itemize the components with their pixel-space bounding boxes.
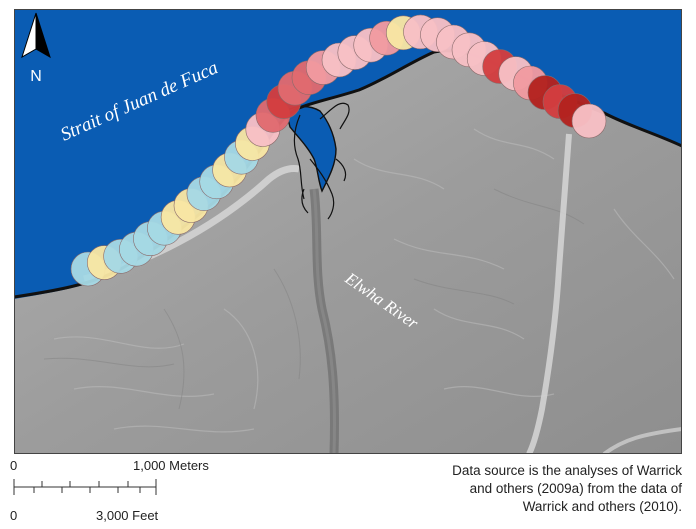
scale-meters-end: 1,000 Meters [133,458,209,473]
delta-water [285,105,337,193]
scale-meters-start: 0 [10,458,18,473]
scale-feet-start: 0 [10,508,18,523]
scale-feet-end: 3,000 Feet [96,508,159,523]
source-line-1: Data source is the analyses of Warrick [452,463,682,478]
river-channel-highlight [312,188,336,454]
land [14,51,682,454]
shoreline-point [571,103,607,139]
north-label: N [30,68,42,85]
north-arrow-icon: N [21,12,51,85]
scale-bar-graphic [13,479,157,495]
map: Strait of Juan de Fuca Elwha River N [14,9,682,454]
shoreline-points [70,14,607,287]
road-east [602,427,682,454]
source-line-2: and others (2009a) from the data of [469,481,682,496]
delta-channels [293,102,350,220]
road [526,133,572,454]
terrain-shadows [43,188,585,410]
terrain-texture [53,128,675,433]
data-source-note: Data source is the analyses of Warrick a… [342,462,682,516]
source-line-3: Warrick and others (2010). [522,499,682,514]
